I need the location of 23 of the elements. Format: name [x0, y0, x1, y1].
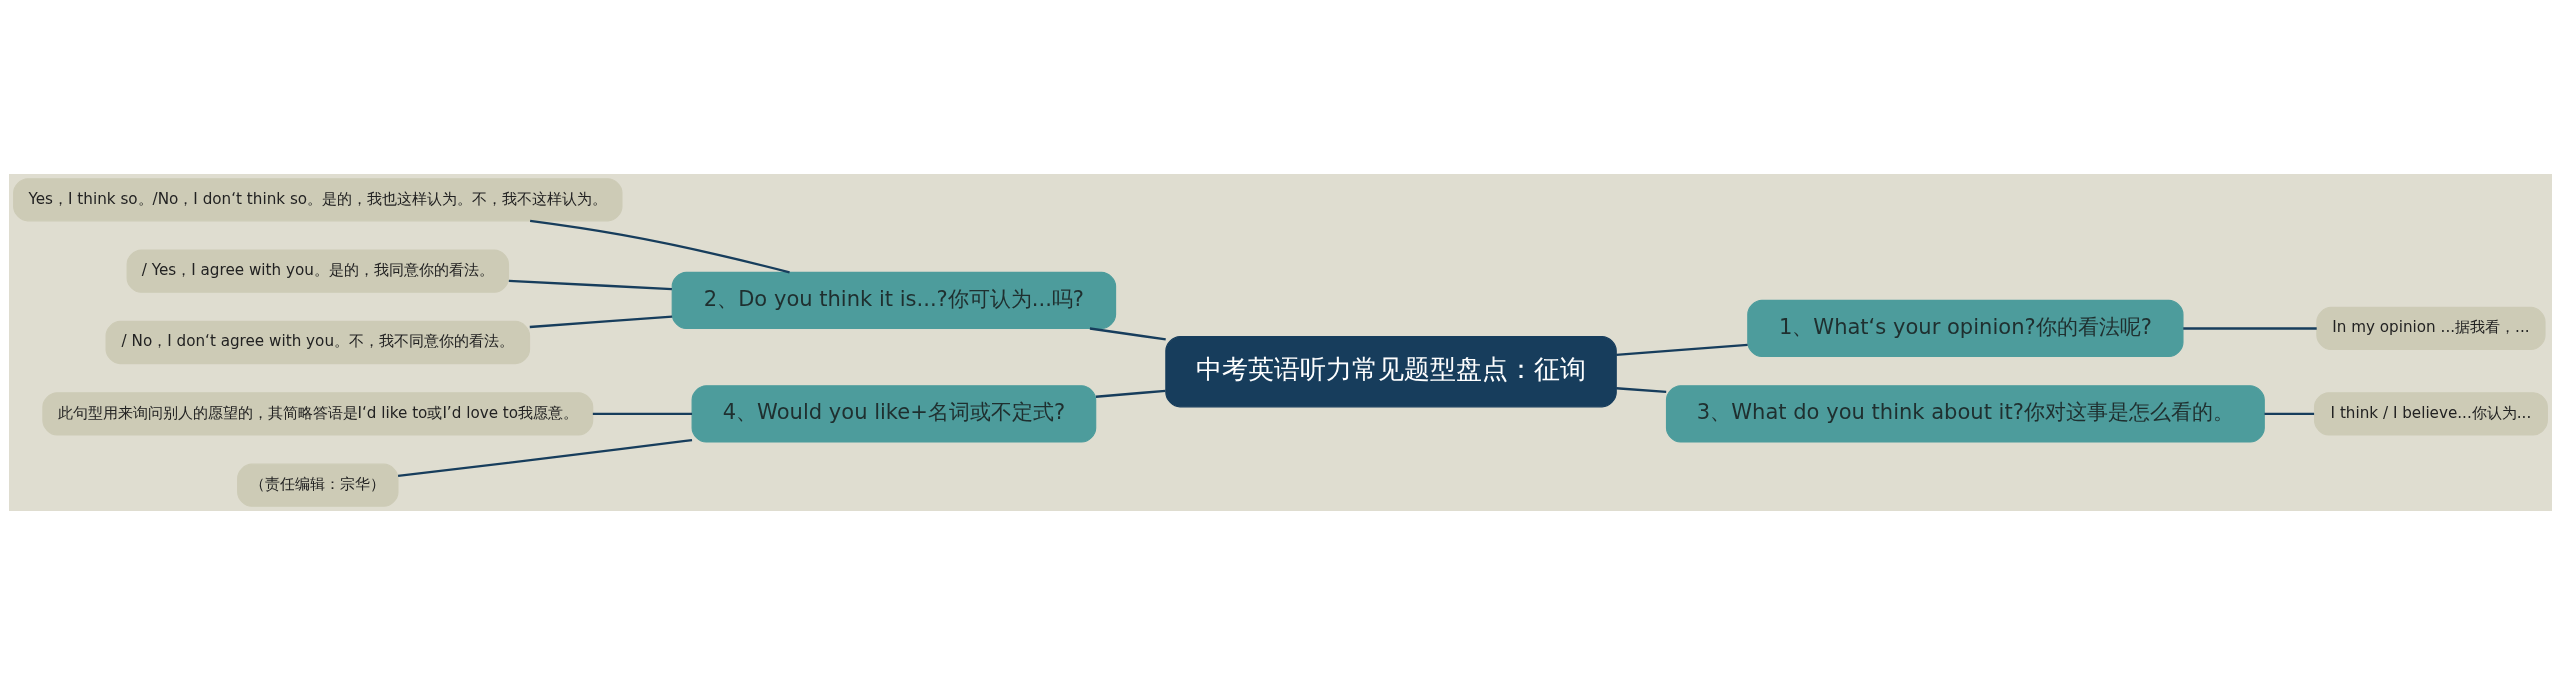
node-box: 中考英语听力常见题型盘点：征询: [1164, 335, 1617, 407]
connector: [1089, 326, 1166, 341]
node-box: Yes，I think so。/No，I don‘t think so。是的，我也这样认为。不，我不这样认为。: [12, 177, 623, 221]
connector: [2264, 412, 2314, 415]
node-box: 1、What‘s your opinion?你的看法呢?: [1746, 299, 2184, 357]
node-box: / No，I don‘t agree with you。不，我不同意你的看法。: [105, 320, 530, 364]
connector: [592, 412, 692, 415]
node-box: 4、Would you like+名词或不定式?: [691, 384, 1096, 442]
connector: [1615, 343, 1748, 356]
connector: [397, 438, 692, 477]
connector: [1095, 389, 1166, 398]
connector: [1615, 386, 1666, 393]
node-box: 2、Do you think it is...?你可认为...吗?: [671, 271, 1116, 329]
node-box: In my opinion ...据我看，...: [2315, 306, 2546, 350]
node-box: / Yes，I agree with you。是的，我同意你的看法。: [126, 249, 509, 293]
connector: [2182, 326, 2317, 330]
connector: [529, 314, 672, 328]
node-box: I think / I believe...你认为...: [2313, 391, 2548, 435]
connector: [529, 219, 790, 273]
connector: [508, 279, 672, 290]
node-box: 3、What do you think about it?你对这事是怎么看的。: [1665, 384, 2265, 442]
node-box: 此句型用来询问别人的愿望的，其简略答语是I‘d like to或I’d love to我愿意。: [41, 391, 593, 435]
node-box: （责任编辑：宗华）: [236, 463, 399, 507]
